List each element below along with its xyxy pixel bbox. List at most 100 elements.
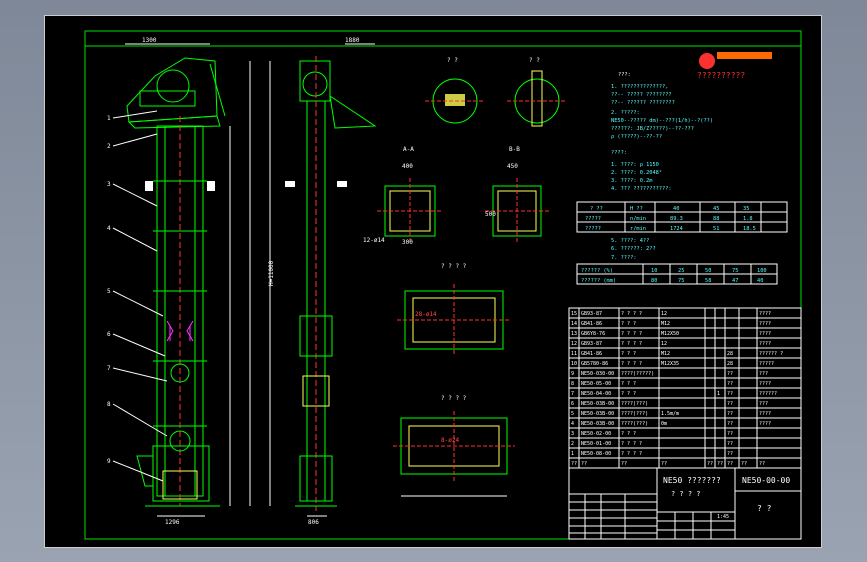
t2-r0c4: 75	[732, 268, 738, 274]
parts-cell: ????(???)	[621, 401, 648, 407]
scale-value: 1:45	[717, 514, 729, 520]
parts-cell: 9	[571, 371, 574, 377]
t2-r0c5: 100	[757, 268, 767, 274]
section-details[interactable]	[425, 70, 567, 127]
callout-3: 3	[107, 181, 111, 188]
parts-cell: 0m	[661, 421, 667, 427]
parts-header-cell: ??	[759, 461, 765, 467]
parts-cell: ? ? ?	[621, 351, 636, 357]
t1-h1: H ??	[630, 206, 643, 212]
parts-cell: ? ? ?	[621, 321, 636, 327]
note-line-2: ??-- ????? ????????	[611, 92, 672, 98]
t1-r1c3: 51	[713, 226, 719, 232]
t2-r1c1: 80	[651, 278, 657, 284]
title-name: NE50 ???????	[663, 476, 721, 485]
dim-1296: 1296	[165, 519, 180, 526]
parts-cell: ?????	[759, 361, 774, 367]
flange-views[interactable]	[393, 284, 515, 497]
drawing-canvas[interactable]: 1300 1296 H=11000 1 2 3 4 5 6 7 8 9 1880…	[44, 15, 822, 548]
parts-cell: 2	[571, 441, 574, 447]
t1-h0: ? ??	[590, 206, 603, 212]
t1-r0c4: 1.8	[743, 216, 753, 222]
note-line-6: ??????: JB/Z?????)--??-???	[611, 126, 694, 132]
elevator-front-view[interactable]	[112, 43, 271, 517]
t2-r0c3: 50	[705, 268, 711, 274]
parts-cell: ????	[759, 381, 771, 387]
parts-cell: ? ? ?	[621, 431, 636, 437]
inlet-labels: A-A B-B 400 300 450 500 12-ø14	[363, 146, 520, 246]
note-line-3: ??-- ?????? ????????	[611, 100, 675, 106]
section-a-label: ? ?	[447, 57, 458, 64]
parts-cell: 8	[571, 381, 574, 387]
parts-cell: ? ? ? ?	[621, 441, 642, 447]
parts-cell: NE50-05-00	[581, 381, 611, 387]
callout-2: 2	[107, 143, 111, 150]
callout-4: 4	[107, 225, 111, 232]
t2-r1c5: 40	[757, 278, 763, 284]
title-block[interactable]: NE50 ??????? ? ? ? ? NE50-00-00 ? ? 1:45	[568, 467, 802, 540]
t2-r1c0: ?????? (mm)	[581, 278, 616, 284]
t1-h3: 45	[713, 206, 719, 212]
t1-h2: 40	[673, 206, 679, 212]
drawing-svg: 1300 1296 H=11000 1 2 3 4 5 6 7 8 9 1880…	[84, 30, 802, 540]
callout-7: 7	[107, 365, 111, 372]
parts-cell: ???	[759, 401, 768, 407]
note-line-5: NE50--????? dm)--???(1/h)--?(??)	[611, 118, 713, 124]
parts-header-cell: ??	[741, 461, 747, 467]
parts-cell: ????	[759, 331, 771, 337]
inlet-views[interactable]	[377, 178, 549, 244]
t2-r0c1: 10	[651, 268, 657, 274]
parts-header-cell: ??	[581, 461, 587, 467]
parts-cell: ??	[727, 371, 733, 377]
t1-r0c0: ?????	[585, 216, 601, 222]
parts-cell: ? ? ? ?	[621, 341, 642, 347]
logo-flame-icon	[699, 53, 715, 69]
parts-cell: GB6Y8-76	[581, 331, 605, 337]
parts-cell: NE50-03B-00	[581, 411, 614, 417]
note2-line-1: 5. ????: 4??	[611, 238, 649, 244]
dim-1300: 1300	[142, 37, 157, 44]
parts-cell: 1	[571, 451, 574, 457]
company-name: ? ?	[757, 504, 772, 513]
company-logo: ??????????	[697, 52, 772, 80]
parts-cell: ??	[727, 401, 733, 407]
parts-cell: M12X50	[661, 331, 679, 337]
note-line-8: ????:	[611, 150, 627, 156]
parts-cell: ????	[759, 311, 771, 317]
t2-r1c3: 58	[705, 278, 711, 284]
parts-cell: GB41-86	[581, 351, 602, 357]
callout-9: 9	[107, 458, 111, 465]
parts-cell: ??	[727, 441, 733, 447]
parts-cell: NE50-03B-00	[581, 401, 614, 407]
callout-8: 8	[107, 401, 111, 408]
dim-400: 400	[402, 163, 413, 170]
parts-cell: NE50-08-00	[581, 451, 611, 457]
dim-h-total: H=11000	[268, 260, 275, 286]
bottom-view-label: ? ? ? ?	[441, 395, 467, 402]
parts-cell: GB41-86	[581, 321, 602, 327]
parts-cell: ??	[727, 391, 733, 397]
notes-table-2: ?????? (%) 10 25 50 75 100 ?????? (mm) 8…	[576, 263, 778, 285]
hole-note-1: 12-ø14	[363, 237, 385, 244]
elevator-side-view[interactable]	[285, 43, 377, 517]
parts-cell: NE50-030-00	[581, 371, 614, 377]
parts-cell: ?????? ?	[759, 351, 783, 357]
parts-cell: 15	[571, 311, 577, 317]
callout-6: 6	[107, 331, 111, 338]
parts-table-header: ??????????????????	[571, 461, 765, 467]
t1-r0c1: n/min	[630, 216, 646, 222]
parts-header-cell: ??	[717, 461, 723, 467]
parts-cell: NE50-04-00	[581, 391, 611, 397]
parts-cell: 1	[717, 391, 720, 397]
parts-cell: GB93-87	[581, 341, 602, 347]
t1-h4: 35	[743, 206, 749, 212]
